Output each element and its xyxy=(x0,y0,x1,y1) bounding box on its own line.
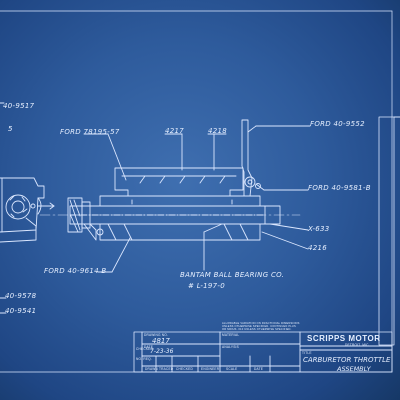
drawing-date: 7-23-36 xyxy=(150,348,174,355)
callout-left-part: 5 xyxy=(8,125,13,133)
callout-40-9517: 40-9517 xyxy=(3,102,35,110)
callout-ford-9552: FORD 40-9552 xyxy=(310,120,365,128)
date-label: DATE xyxy=(144,345,154,349)
company-location: DETROIT, MIC xyxy=(345,343,369,347)
callout-bantam-bearing: BANTAM BALL BEARING CO. xyxy=(180,271,285,279)
callout-4217: 4217 xyxy=(165,127,185,135)
col-engineer: ENGINEER xyxy=(201,367,220,371)
col-scale: SCALE xyxy=(226,367,238,371)
callout-ford-78195: FORD 78195-57 xyxy=(60,128,120,136)
drawing-no-label: DRAWING NO. xyxy=(144,333,169,337)
col-checked: CHECKED xyxy=(176,367,193,371)
material-label: MATERIAL xyxy=(222,333,240,337)
drawing-title-line1: CARBURETOR THROTTLE xyxy=(303,356,391,364)
checked-label: CHECKED xyxy=(136,347,153,351)
callout-ford-9614b: FORD 40-9614 B xyxy=(44,267,107,275)
title-label: TITLE xyxy=(302,351,312,355)
callout-40-9541: 40-9541 xyxy=(5,307,37,315)
col-drawn: DRAWN xyxy=(145,367,158,371)
no-req-label: NO. REQ. xyxy=(136,357,152,361)
callout-x633: X-633 xyxy=(308,225,330,233)
company-name: SCRIPPS MOTOR xyxy=(307,334,381,343)
drawing-title-line2: ASSEMBLY xyxy=(337,365,371,373)
callout-ford-9581b: FORD 40-9581-B xyxy=(308,184,371,192)
col-date: DATE xyxy=(254,367,264,371)
tolerance-note: ALLOWABLE VARIATION ON FRACTIONAL DIMENS… xyxy=(222,322,300,332)
col-traced: TRACED xyxy=(159,367,174,371)
callout-4218: 4218 xyxy=(208,127,228,135)
drawing-number: 4817 xyxy=(152,337,170,345)
callout-bantam-number: # L-197-0 xyxy=(188,282,226,290)
callout-40-9578: 40-9578 xyxy=(5,292,37,300)
callout-4216: 4216 xyxy=(308,244,328,252)
analysis-label: ANALYSIS xyxy=(222,345,239,349)
